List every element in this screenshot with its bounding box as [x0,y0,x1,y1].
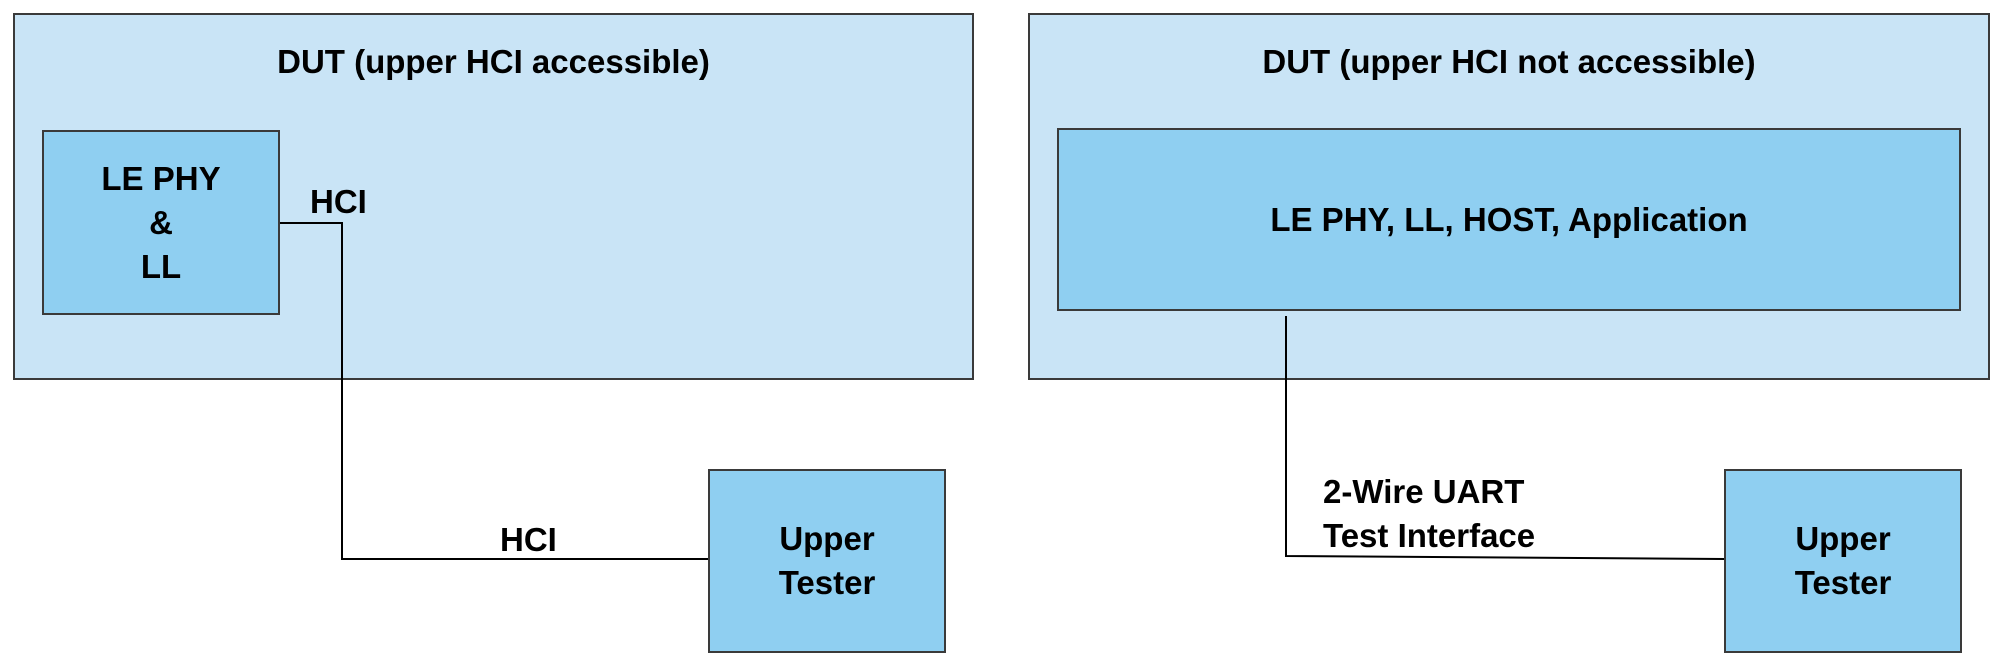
block-line: LE PHY [101,159,221,197]
block-line: LL [140,247,182,285]
block-line: & [149,203,173,241]
dut-right-title: DUT (upper HCI not accessible) [1262,43,1756,80]
dut-left-title: DUT (upper HCI accessible) [277,43,710,80]
stack-label: LE PHY, LL, HOST, Application [1270,200,1748,238]
hci-label-top: HCI [310,183,367,220]
hci-connector [280,222,708,560]
uart-connector [1285,316,1725,560]
le-stack-block: LE PHY, LL, HOST, Application [1057,128,1961,311]
uart-line: Test Interface [1323,517,1536,554]
hci-label-bottom: HCI [500,521,557,558]
uart-label: 2-Wire UART Test Interface [1323,470,1535,558]
tester-line: Upper [1795,520,1891,557]
upper-tester-left: Upper Tester [708,469,946,653]
uart-line: 2-Wire UART [1323,473,1525,510]
tester-line: Tester [1794,564,1892,601]
upper-tester-right: Upper Tester [1724,469,1962,653]
tester-line: Upper [779,520,875,557]
le-phy-ll-block: LE PHY & LL [42,130,280,315]
tester-line: Tester [778,564,876,601]
